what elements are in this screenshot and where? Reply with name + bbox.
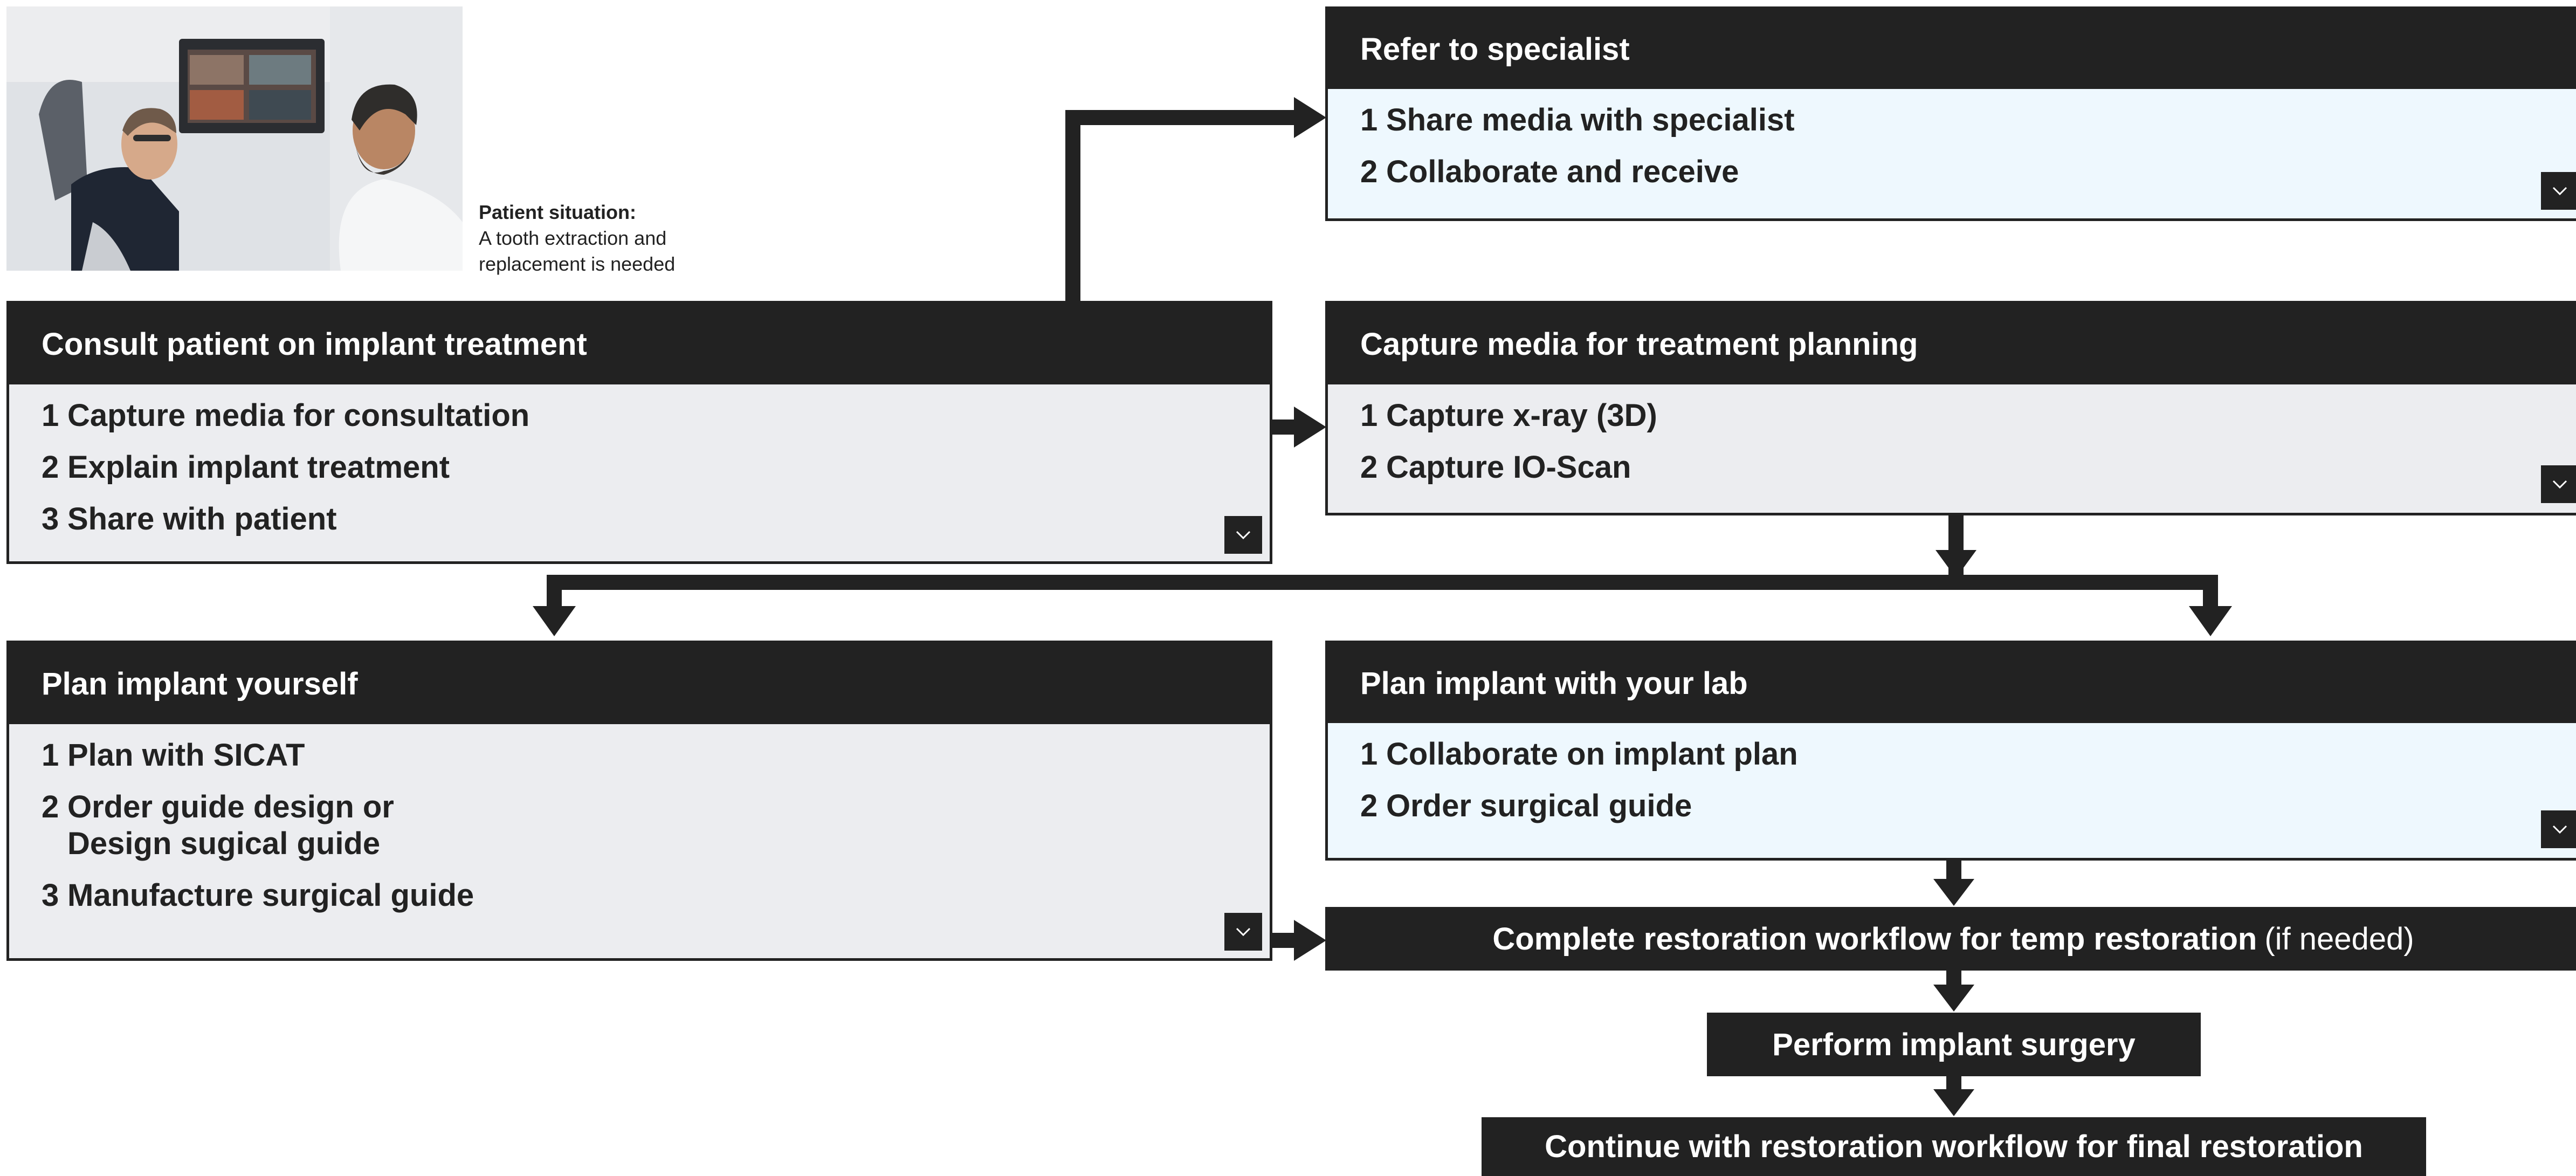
plan-lab-card-steps: 1 Collaborate on implant plan 2 Order su… bbox=[1328, 723, 2576, 824]
chevron-down-icon bbox=[1236, 927, 1251, 937]
consult-card-steps: 1 Capture media for consultation 2 Expla… bbox=[9, 384, 1270, 538]
patient-situation-caption: Patient situation: A tooth extraction an… bbox=[479, 200, 759, 277]
chevron-down-icon bbox=[2552, 480, 2567, 489]
refer-card: Refer to specialist 1 Share media with s… bbox=[1325, 6, 2576, 221]
refer-step-2: 2 Collaborate and receive bbox=[1360, 154, 1739, 189]
arrow-capture-split bbox=[547, 515, 2218, 609]
plan-lab-card-title: Plan implant with your lab bbox=[1328, 643, 2576, 723]
plan-self-step-3: 3 Manufacture surgical guide bbox=[42, 878, 474, 913]
plan-self-card-title: Plan implant yourself bbox=[9, 643, 1270, 724]
plan-lab-step-2: 2 Order surgical guide bbox=[1360, 788, 1692, 823]
arrowhead-refer bbox=[1294, 97, 1326, 138]
consult-card: Consult patient on implant treatment 1 C… bbox=[6, 301, 1272, 564]
arrowhead-plan-lab bbox=[2189, 606, 2232, 636]
temp-restoration-step: Complete restoration workflow for temp r… bbox=[1325, 907, 2576, 971]
plan-lab-card: Plan implant with your lab 1 Collaborate… bbox=[1325, 641, 2576, 861]
arrowhead-capture bbox=[1294, 407, 1326, 448]
chevron-down-icon bbox=[1236, 531, 1251, 540]
capture-step-1: 1 Capture x-ray (3D) bbox=[1360, 398, 1657, 433]
capture-expand-button[interactable] bbox=[2541, 465, 2576, 503]
temp-restoration-note: (if needed) bbox=[2264, 921, 2414, 957]
refer-step-1: 1 Share media with specialist bbox=[1360, 102, 1795, 137]
consult-expand-button[interactable] bbox=[1224, 516, 1262, 554]
capture-card-title: Capture media for treatment planning bbox=[1328, 304, 2576, 384]
caption-title: Patient situation: bbox=[479, 201, 637, 223]
arrowhead-temp-from-lab bbox=[1933, 879, 1974, 906]
arrowhead-surgery bbox=[1933, 985, 1974, 1012]
caption-text: A tooth extraction and replacement is ne… bbox=[479, 227, 676, 275]
arrowhead-temp-from-self bbox=[1294, 920, 1326, 961]
plan-lab-step-1: 1 Collaborate on implant plan bbox=[1360, 737, 1798, 772]
plan-self-card: Plan implant yourself 1 Plan with SICAT … bbox=[6, 641, 1272, 961]
capture-card-steps: 1 Capture x-ray (3D) 2 Capture IO-Scan bbox=[1328, 384, 2576, 486]
plan-lab-expand-button[interactable] bbox=[2541, 810, 2576, 848]
consult-step-3: 3 Share with patient bbox=[42, 501, 337, 537]
plan-self-card-steps: 1 Plan with SICAT 2 Order guide design o… bbox=[9, 724, 1270, 914]
refer-expand-button[interactable] bbox=[2541, 172, 2576, 210]
temp-restoration-label: Complete restoration workflow for temp r… bbox=[1492, 921, 2257, 957]
chevron-down-icon bbox=[2552, 187, 2567, 196]
plan-self-step-2: 2 Order guide design or Design sugical g… bbox=[42, 789, 394, 861]
arrow-consult-to-refer bbox=[1065, 110, 1299, 301]
consult-card-title: Consult patient on implant treatment bbox=[9, 304, 1270, 384]
refer-card-steps: 1 Share media with specialist 2 Collabor… bbox=[1328, 89, 2576, 190]
consultation-photo bbox=[6, 6, 463, 271]
final-restoration-step: Continue with restoration workflow for f… bbox=[1482, 1117, 2426, 1176]
capture-card: Capture media for treatment planning 1 C… bbox=[1325, 301, 2576, 515]
surgery-label: Perform implant surgery bbox=[1772, 1027, 2136, 1062]
final-restoration-label: Continue with restoration workflow for f… bbox=[1545, 1129, 2363, 1164]
arrowhead-final bbox=[1933, 1089, 1974, 1116]
arrowhead-plan-self bbox=[533, 606, 576, 636]
surgery-step: Perform implant surgery bbox=[1707, 1013, 2201, 1076]
consult-step-1: 1 Capture media for consultation bbox=[42, 398, 530, 433]
arrowhead-capture-down bbox=[1936, 550, 1976, 578]
refer-card-title: Refer to specialist bbox=[1328, 9, 2576, 89]
chevron-down-icon bbox=[2552, 825, 2567, 834]
plan-self-step-1: 1 Plan with SICAT bbox=[42, 738, 305, 773]
consult-step-2: 2 Explain implant treatment bbox=[42, 450, 450, 485]
plan-self-expand-button[interactable] bbox=[1224, 913, 1262, 951]
capture-step-2: 2 Capture IO-Scan bbox=[1360, 450, 1631, 485]
